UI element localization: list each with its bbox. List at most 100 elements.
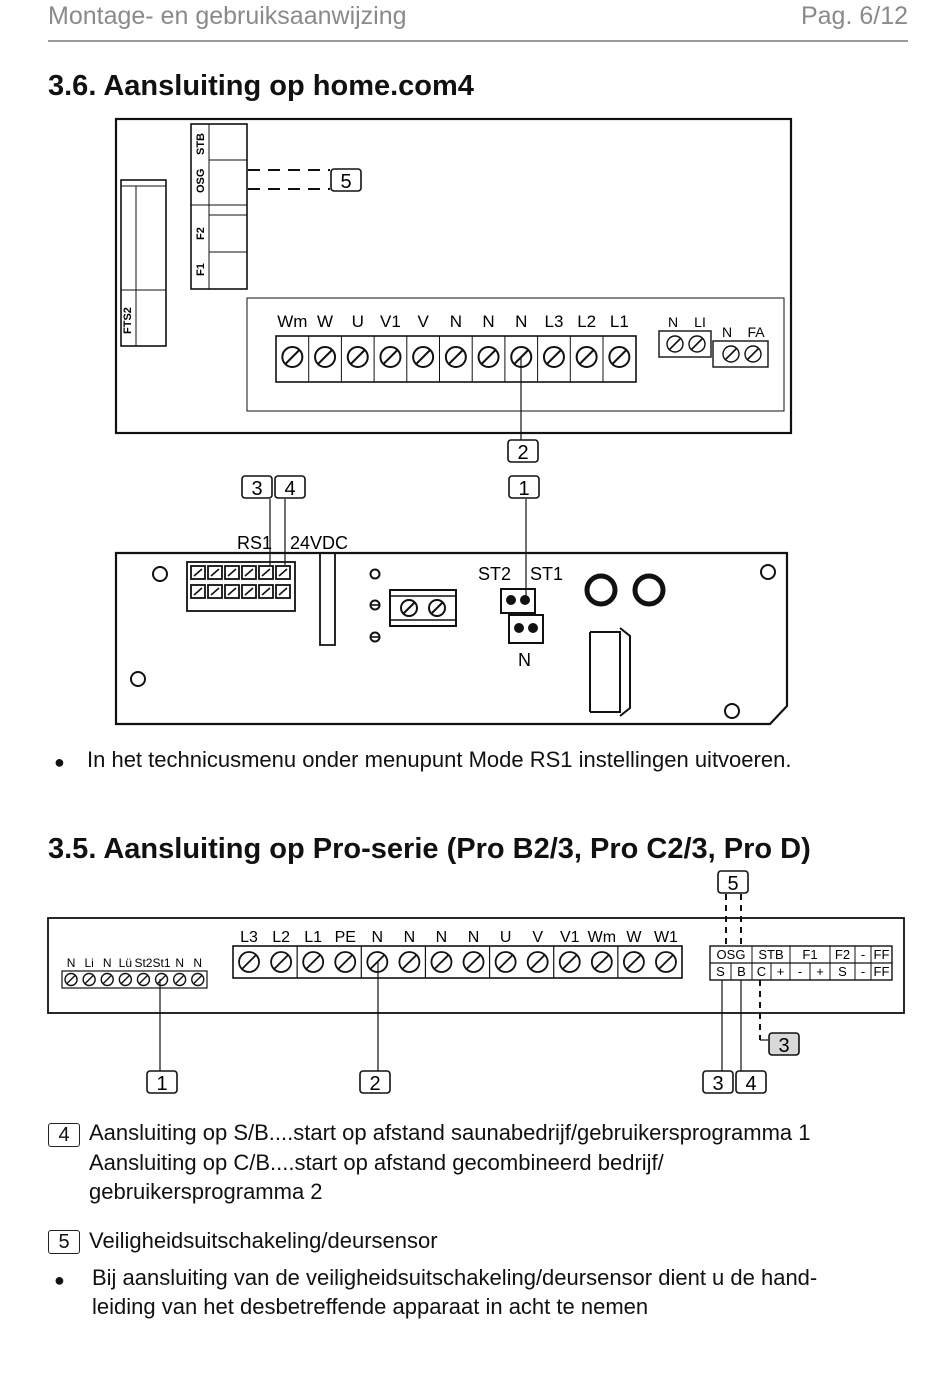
fts2-block: [120, 179, 167, 347]
relay-cell: -: [798, 964, 802, 979]
callout-3a: 3: [778, 1035, 789, 1057]
terminal-label: L2: [272, 929, 290, 946]
section-heading-pro-serie: 3.5. Aansluiting op Pro-serie (Pro B2/3,…: [48, 833, 811, 865]
callout-1b: 1: [156, 1073, 167, 1095]
relay-cell: +: [777, 964, 785, 979]
callout-4: 4: [284, 478, 295, 500]
terminal-label: V1: [560, 929, 580, 946]
terminal-screw: [136, 972, 151, 987]
terminal-label: N: [436, 929, 448, 946]
power-terminal: [389, 589, 457, 627]
callout-2b: 2: [369, 1073, 380, 1095]
connector-pin: [207, 584, 223, 599]
fts2-label: FTS2: [122, 307, 134, 334]
terminal-label: N: [468, 929, 480, 946]
terminal-label: L1: [610, 312, 629, 331]
relay-cell: +: [816, 964, 824, 979]
bullet-dot-2: ●: [54, 1270, 65, 1290]
terminal-screw: [281, 346, 304, 368]
terminal-screw: [379, 346, 402, 368]
connector-pin: [241, 584, 257, 599]
relay-header: FF: [874, 947, 890, 962]
relay-header: F1: [802, 947, 817, 962]
connector-pin: [275, 565, 291, 580]
connector-pin: [224, 584, 240, 599]
label-24vdc: 24VDC: [290, 533, 348, 553]
connector-pin: [190, 584, 206, 599]
terminal-screw: [118, 972, 133, 987]
terminal-n-fa: [712, 340, 769, 368]
terminal-label: W: [317, 312, 333, 331]
terminal-screw: [430, 951, 453, 973]
terminal-screws: [281, 336, 631, 382]
terminal-screw: [398, 951, 421, 973]
terminal-panel: [246, 297, 785, 412]
terminal-label: St1: [153, 956, 171, 970]
terminal-screw: [314, 346, 337, 368]
terminal-screw: [542, 346, 565, 368]
rs1-connector: [186, 561, 296, 612]
bullet-line-1: Bij aansluiting van de veiligheidsuitsch…: [92, 1265, 818, 1290]
page-header: Montage- en gebruiksaanwijzing Pag. 6/12: [48, 0, 908, 42]
relay-block: [190, 123, 248, 290]
page-number: Pag. 6/12: [800, 2, 908, 30]
terminal-label: N: [482, 312, 494, 331]
legend-4-line-3: gebruikersprogramma 2: [89, 1179, 323, 1204]
terminal-label: V: [532, 929, 543, 946]
callout-5: 5: [340, 171, 351, 193]
terminal-label-n2: N: [722, 324, 732, 340]
terminal-label: Wm: [277, 312, 307, 331]
legend-4-line-2: Aansluiting op C/B....start op afstand g…: [89, 1150, 664, 1175]
terminal-screw: [346, 346, 369, 368]
terminal-label: N: [404, 929, 416, 946]
terminal-label: Wm: [588, 929, 616, 946]
terminal-label: N: [175, 956, 184, 970]
pro-main-terminal-strip: [232, 945, 683, 979]
terminal-label: L1: [304, 929, 322, 946]
terminal-label: L3: [240, 929, 258, 946]
legend-4-line-1: Aansluiting op S/B....start op afstand s…: [89, 1120, 811, 1145]
lower-board-outline: [114, 551, 789, 726]
terminal-screw: [64, 972, 78, 987]
relay-cell: S: [716, 964, 725, 979]
n-terminal: [508, 614, 544, 644]
relay-cell: B: [737, 964, 746, 979]
terminal-screw: [172, 972, 187, 987]
terminal-screw: [590, 951, 613, 973]
label-st2: ST2: [478, 564, 511, 584]
terminal-screw: [334, 951, 357, 973]
terminal-label: N: [193, 956, 202, 970]
terminal-screw: [302, 951, 325, 973]
relay-label-f2: F2: [195, 227, 207, 240]
terminal-screw: [575, 346, 598, 368]
callout-3: 3: [251, 478, 262, 500]
terminal-label: W1: [654, 929, 678, 946]
terminal-screw: [444, 346, 467, 368]
terminal-screw: [494, 951, 517, 973]
terminal-label: V: [417, 312, 429, 331]
terminal-label-li: LI: [694, 314, 706, 330]
callout-2: 2: [517, 442, 528, 464]
relay-cell: -: [861, 964, 865, 979]
terminal-screw: [270, 951, 293, 973]
terminal-screw: [608, 346, 631, 368]
connector-pin: [258, 584, 274, 599]
relay-cell: S: [838, 964, 847, 979]
terminal-screw: [622, 951, 645, 973]
terminal-label: Lü: [119, 956, 132, 970]
terminal-screw: [526, 951, 549, 973]
connector-pin: [224, 565, 240, 580]
callout-4b: 4: [745, 1073, 756, 1095]
terminal-screw: [412, 346, 435, 368]
terminal-label: N: [67, 956, 76, 970]
relay-header: OSG: [717, 947, 746, 962]
connector-pin: [275, 584, 291, 599]
terminal-label: V1: [380, 312, 401, 331]
connector-pin: [207, 565, 223, 580]
control-unit-outline: [114, 117, 793, 435]
terminal-label: U: [500, 929, 512, 946]
relay-cell: FF: [874, 964, 890, 979]
terminal-screw: [154, 972, 169, 987]
pro-control-outline: [47, 917, 905, 1014]
